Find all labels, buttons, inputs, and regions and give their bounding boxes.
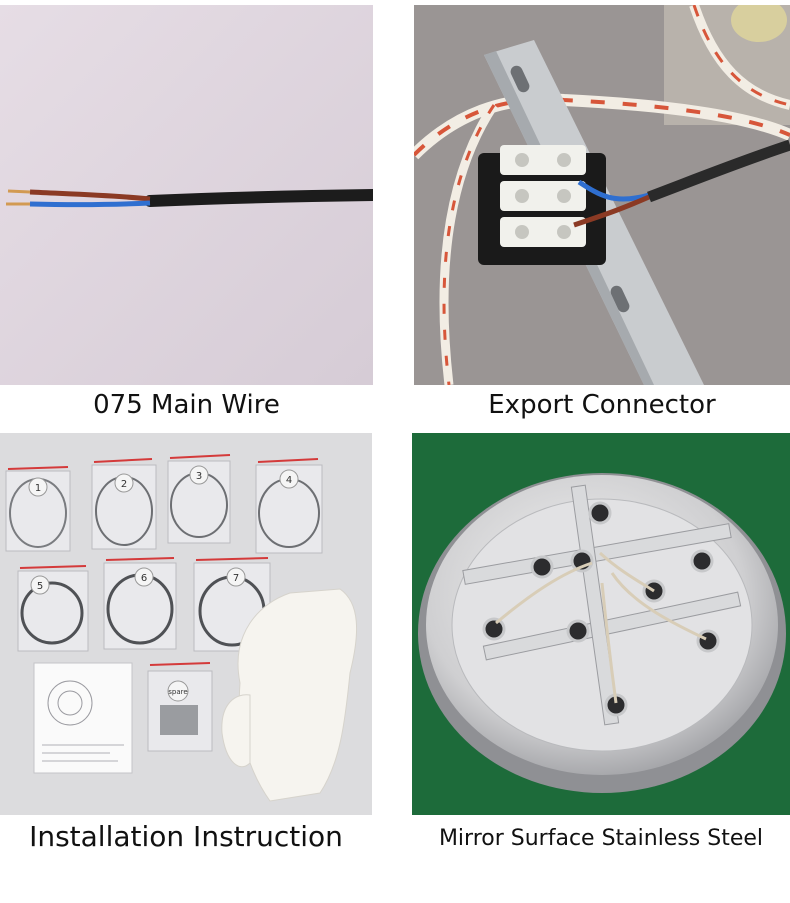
bag-4: 4 [255, 458, 323, 554]
caption-main-wire: 075 Main Wire [93, 390, 280, 420]
bag-1: 1 [5, 466, 71, 552]
bag-2: 2 [91, 458, 157, 550]
white-gloves [221, 588, 358, 802]
spare-bag: spare [147, 662, 213, 752]
instruction-manual [33, 662, 133, 774]
brown-lead [573, 194, 650, 228]
bag-number-3: 3 [196, 471, 202, 482]
bag-number-5: 5 [37, 581, 43, 592]
blue-lead [577, 179, 650, 202]
bag-number-7: 7 [233, 573, 239, 584]
terminal-block [478, 145, 606, 265]
main-wire-photo [0, 5, 373, 385]
mirror-steel-photo [412, 433, 790, 815]
bag-number-6: 6 [141, 573, 147, 584]
bag-6: 6 [103, 557, 177, 650]
export-connector-photo [414, 5, 790, 385]
installation-kit-photo: 1 2 3 4 5 [0, 433, 372, 815]
brown-wire [29, 189, 151, 202]
bag-number-1: 1 [35, 483, 41, 494]
bag-number-2: 2 [121, 479, 127, 490]
caption-mirror-surface-stainless-steel: Mirror Surface Stainless Steel [438, 826, 764, 851]
bag-5: 5 [17, 565, 89, 652]
braided-cable [647, 139, 790, 203]
caption-export-connector: Export Connector [488, 390, 716, 420]
bag-number-4: 4 [286, 475, 292, 486]
black-cable [144, 189, 373, 207]
caption-installation-instruction: Installation Instruction [29, 820, 343, 853]
mounting-cross [462, 484, 742, 726]
bag-7: 7 [193, 557, 271, 652]
bag-3: 3 [167, 454, 231, 544]
spare-label: spare [168, 688, 187, 696]
blue-wire [29, 200, 151, 208]
